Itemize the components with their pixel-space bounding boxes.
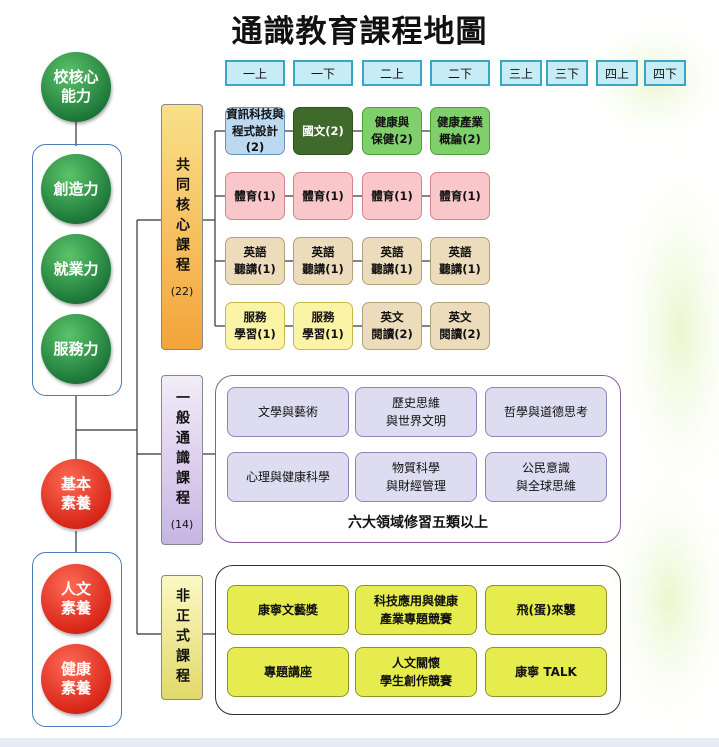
ability-service: 服務力: [41, 314, 111, 384]
informal-literary-award: 康寧文藝獎: [227, 585, 349, 635]
semester-2-2: 二下: [430, 60, 490, 86]
informal-egg-drop: 飛(蛋)來襲: [485, 585, 607, 635]
literacy-humanities: 人文 素養: [41, 564, 111, 634]
abilities-group: [32, 144, 122, 396]
semester-2-1: 二上: [362, 60, 422, 86]
category-general-credits: (14): [170, 517, 194, 531]
informal-humanities-creation: 人文關懷 學生創作競賽: [355, 647, 477, 697]
domain-history-civilization: 歷史思維 與世界文明: [355, 387, 477, 437]
course-it-programming: 資訊科技與 程式設計(2): [225, 107, 285, 155]
semester-1-1: 一上: [225, 60, 285, 86]
course-pe-3: 體育(1): [362, 172, 422, 220]
course-english-reading-2: 英文 閱讀(2): [430, 302, 490, 350]
page-title: 通識教育課程地圖: [231, 14, 488, 50]
course-english-listening-3: 英語 聽講(1): [362, 237, 422, 285]
general-education-panel: [215, 375, 621, 543]
general-education-note: 六大領域修習五類以上: [348, 515, 488, 531]
domain-literature-arts: 文學與藝術: [227, 387, 349, 437]
informal-panel: [215, 565, 621, 715]
course-chinese: 國文(2): [293, 107, 353, 155]
literacy-group: [32, 552, 122, 727]
semester-3-2: 三下: [546, 60, 588, 86]
ability-employability: 就業力: [41, 234, 111, 304]
category-general-label: 一般通識課程: [174, 389, 190, 510]
course-pe-4: 體育(1): [430, 172, 490, 220]
semester-4-2: 四下: [644, 60, 686, 86]
course-english-reading-1: 英文 閱讀(2): [362, 302, 422, 350]
category-common-label: 共同核心課程: [174, 156, 190, 277]
domain-physical-science-finance: 物質科學 與財經管理: [355, 452, 477, 502]
course-health-industry: 健康產業 概論(2): [430, 107, 490, 155]
category-informal: 非正式課程: [161, 575, 203, 700]
school-core-ability: 校核心 能力: [41, 52, 111, 122]
category-common-credits: (22): [170, 284, 194, 298]
course-health-care: 健康與 保健(2): [362, 107, 422, 155]
semester-4-1: 四上: [596, 60, 638, 86]
informal-lectures: 專題講座: [227, 647, 349, 697]
ability-creativity: 創造力: [41, 154, 111, 224]
basic-literacy: 基本 素養: [41, 459, 111, 529]
domain-philosophy-ethics: 哲學與道德思考: [485, 387, 607, 437]
course-english-listening-4: 英語 聽講(1): [430, 237, 490, 285]
course-pe-2: 體育(1): [293, 172, 353, 220]
informal-tech-health-competition: 科技應用與健康 產業專題競賽: [355, 585, 477, 635]
course-english-listening-2: 英語 聽講(1): [293, 237, 353, 285]
literacy-health: 健康 素養: [41, 644, 111, 714]
semester-1-2: 一下: [293, 60, 353, 86]
course-pe-1: 體育(1): [225, 172, 285, 220]
informal-talk: 康寧 TALK: [485, 647, 607, 697]
category-informal-label: 非正式課程: [174, 587, 190, 688]
course-service-learning-2: 服務 學習(1): [293, 302, 353, 350]
course-english-listening-1: 英語 聽講(1): [225, 237, 285, 285]
course-service-learning-1: 服務 學習(1): [225, 302, 285, 350]
semester-3-1: 三上: [500, 60, 542, 86]
category-common-core: 共同核心課程 (22): [161, 104, 203, 350]
category-general: 一般通識課程 (14): [161, 375, 203, 545]
domain-psychology-health: 心理與健康科學: [227, 452, 349, 502]
domain-civic-global: 公民意識 與全球思維: [485, 452, 607, 502]
